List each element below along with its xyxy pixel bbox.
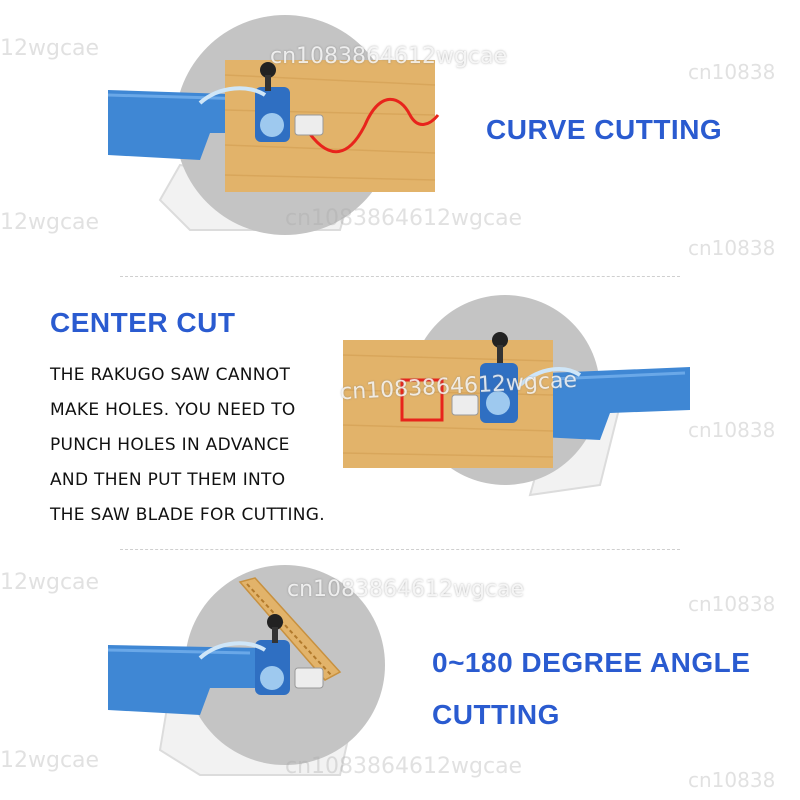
watermark: cn1083864612wgcae [285, 754, 523, 779]
center-cut-illustration [342, 295, 690, 497]
description-line-4: AND THEN PUT THEM INTO [50, 470, 286, 490]
watermark: cn10838 [688, 60, 776, 84]
angle-cutting-heading-line-2: CUTTING [432, 699, 560, 730]
curve-cutting-illustration [107, 15, 440, 235]
watermark: 12wgcae [0, 210, 100, 235]
watermark: 12wgcae [0, 748, 100, 773]
panel-center-cut: CENTER CUT [0, 280, 800, 550]
description-line-2: MAKE HOLES. YOU NEED TO [50, 400, 296, 420]
panel-curve-cutting: CURVE CUTTING [0, 0, 800, 270]
divider-2 [120, 549, 680, 550]
center-cut-description: THE RAKUGO SAW CANNOT MAKE HOLES. YOU NE… [50, 358, 370, 533]
watermark: cn10838 [688, 592, 776, 616]
watermark: 12wgcae [0, 570, 100, 595]
watermark: cn1083864612wgcae [287, 577, 525, 602]
description-line-3: PUNCH HOLES IN ADVANCE [50, 435, 290, 455]
curve-cutting-heading: CURVE CUTTING [486, 114, 723, 145]
panel-angle-cutting: 0~180 DEGREE ANGLE CUTTING [0, 555, 800, 800]
watermark: cn1083864612wgcae [270, 44, 508, 69]
watermark: cn10838 [688, 768, 776, 792]
divider-1 [120, 276, 680, 277]
center-cut-heading: CENTER CUT [50, 307, 236, 338]
description-line-5: THE SAW BLADE FOR CUTTING. [50, 505, 325, 525]
angle-cutting-illustration [107, 565, 385, 776]
watermark: cn1083864612wgcae [285, 206, 523, 231]
angle-cutting-heading-line-1: 0~180 DEGREE ANGLE [432, 647, 751, 678]
watermark: 12wgcae [0, 36, 100, 61]
description-line-1: THE RAKUGO SAW CANNOT [50, 365, 291, 385]
watermark: cn10838 [688, 418, 776, 442]
watermark: cn10838 [688, 236, 776, 260]
